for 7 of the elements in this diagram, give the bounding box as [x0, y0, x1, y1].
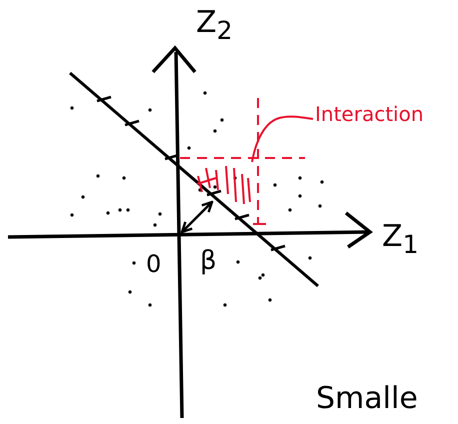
callout-text: Interaction	[315, 104, 425, 124]
leader-line	[251, 116, 314, 162]
beta-label: β	[200, 248, 217, 274]
handwritten-note: Smalle	[316, 384, 418, 414]
origin-label: 0	[146, 252, 162, 276]
axis-label: Z$_{1}$	[382, 222, 418, 257]
axis-label: Z$_{2}$	[196, 8, 232, 43]
